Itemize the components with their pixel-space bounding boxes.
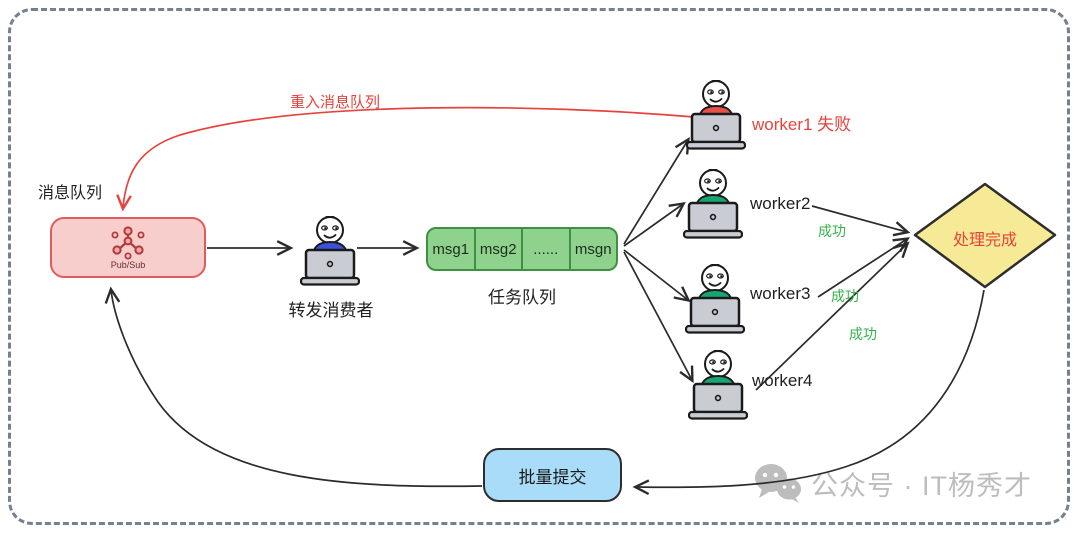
- watermark-text: 公众号 · IT杨秀才: [811, 470, 1032, 501]
- worker1-figure: [686, 80, 746, 150]
- task-queue-label: 任务队列: [488, 288, 556, 307]
- arrow-queue-to-worker1: [623, 137, 690, 245]
- arrow-worker3-success: [817, 237, 910, 298]
- arrow-queue-to-worker4: [623, 251, 694, 384]
- success-label: 成功: [831, 288, 859, 304]
- consumer-label: 转发消费者: [288, 301, 374, 320]
- message-queue-node: Pub/Sub: [50, 217, 206, 278]
- worker4-figure: [688, 350, 748, 420]
- worker2-label: worker2: [750, 194, 811, 213]
- worker2-figure: [683, 169, 743, 239]
- message-queue-title: 消息队列: [38, 185, 103, 202]
- worker3-label: worker3: [750, 284, 811, 303]
- arrow-batch-to-mq: [104, 286, 483, 488]
- done-label: 处理完成: [952, 232, 1017, 249]
- success-label: 成功: [818, 223, 846, 239]
- worker4-label: worker4: [752, 371, 813, 390]
- pubsub-label: Pub/Sub: [110, 259, 146, 270]
- queue-cell: msg1: [428, 229, 476, 269]
- batch-submit-label: 批量提交: [518, 467, 587, 487]
- batch-submit-node: 批量提交: [483, 448, 622, 502]
- worker3-figure: [685, 264, 745, 334]
- pubsub-icon: [111, 225, 145, 259]
- queue-cell: ......: [523, 229, 571, 269]
- queue-cell: msgn: [574, 240, 612, 258]
- queue-cell: msg2: [476, 229, 523, 269]
- task-queue-node: msg1 msg2 ...... msgn: [426, 227, 618, 271]
- worker1-label: worker1 失败: [752, 115, 852, 134]
- done-diamond: [913, 182, 1057, 289]
- diagram-border: [8, 8, 1070, 525]
- arrow-queue-to-worker3: [623, 249, 691, 303]
- arrow-worker4-success: [755, 241, 910, 391]
- wechat-icon: [755, 464, 801, 503]
- reenter-label: 重入消息队列: [290, 94, 381, 111]
- arrow-queue-to-worker2: [623, 201, 686, 247]
- arrow-worker2-success: [811, 205, 911, 237]
- watermark: 公众号 · IT杨秀才: [753, 462, 1032, 504]
- success-label: 成功: [849, 326, 877, 342]
- consumer-figure: [300, 216, 360, 286]
- arrow-reenter-queue: [116, 106, 695, 212]
- arrow-done-to-batch: [632, 289, 985, 496]
